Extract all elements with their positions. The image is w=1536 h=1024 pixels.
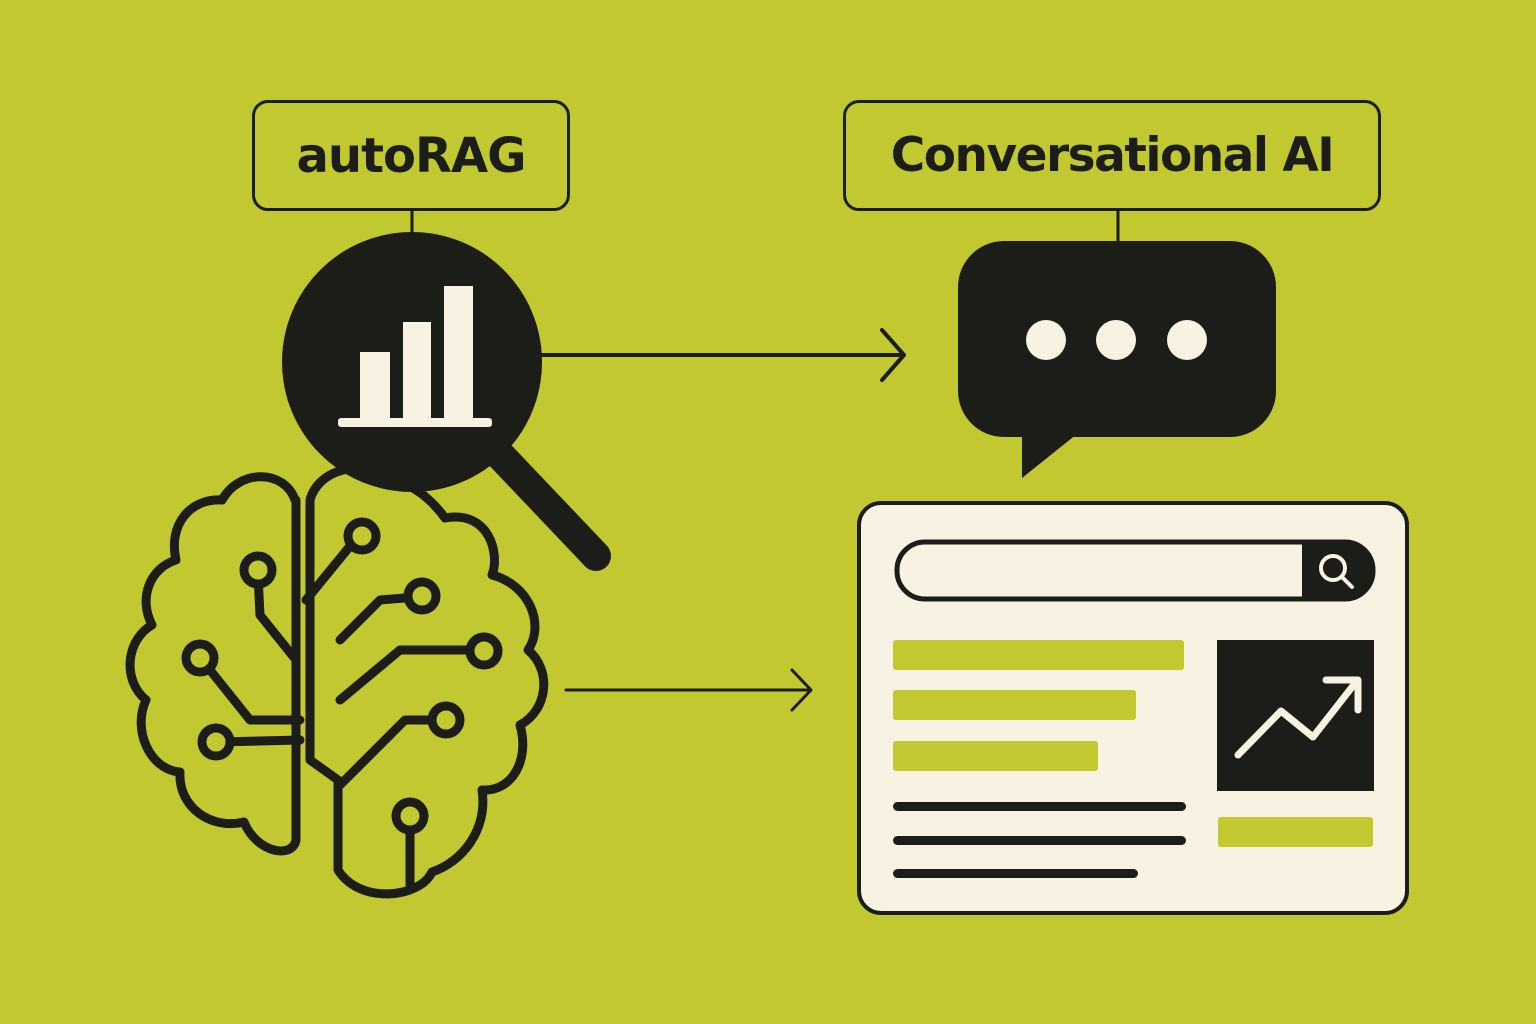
chat-bubble-icon (958, 241, 1276, 478)
autorag-label-text: autoRAG (296, 127, 527, 184)
arrow-to-chat (538, 328, 906, 382)
search-dashboard-icon (857, 501, 1409, 915)
conversational-ai-label-text: Conversational AI (890, 128, 1335, 183)
side-accent-bar (1218, 817, 1373, 847)
brain-left-hemisphere (125, 472, 301, 856)
search-icon (1319, 554, 1354, 589)
search-button[interactable] (1302, 542, 1374, 599)
trend-up-icon (1234, 676, 1362, 759)
arrow-to-dashboard (564, 668, 813, 712)
magnifier-bar-chart-icon (282, 232, 611, 571)
typing-dot-3 (1167, 320, 1207, 360)
circuit-nodes (181, 517, 503, 835)
chart-bar-2 (403, 322, 431, 418)
chart-baseline (338, 418, 492, 427)
chart-bar-1 (360, 352, 390, 418)
typing-dot-2 (1096, 320, 1136, 360)
typing-dot-1 (1026, 320, 1066, 360)
chart-bar-3 (444, 286, 473, 418)
text-line-1 (893, 802, 1186, 811)
content-bar-3 (893, 741, 1098, 771)
text-line-3 (893, 869, 1138, 878)
trend-chart-panel (1217, 640, 1374, 791)
search-field[interactable] (894, 539, 1376, 602)
text-line-2 (893, 836, 1186, 845)
autorag-label: autoRAG (252, 100, 570, 211)
content-bar-1 (893, 640, 1184, 670)
circuit-brain-icon (125, 464, 549, 899)
content-bar-2 (893, 690, 1136, 720)
conversational-ai-label: Conversational AI (843, 100, 1381, 211)
